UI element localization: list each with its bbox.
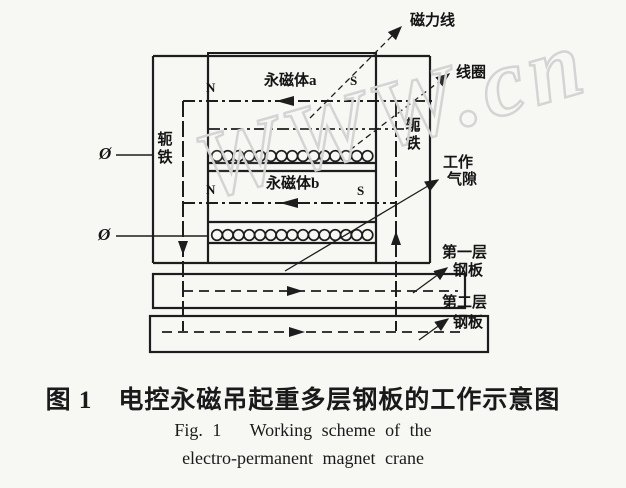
caption-english-line1: Fig. 1 Working scheme of the [174, 420, 432, 440]
magnet-a-pole-n: N [206, 80, 216, 95]
yoke-right-label: 轭铁 [403, 117, 420, 153]
magnet-a-pole-s: S [350, 73, 358, 88]
coil-row-top [210, 149, 374, 163]
terminal-leads [116, 154, 209, 237]
yoke-left-label: 轭铁 [155, 131, 172, 167]
coil-row-bottom [210, 228, 374, 242]
work-gap-line2: 气隙 [447, 171, 478, 188]
magnet-a-label: 永磁体a [264, 73, 317, 89]
magnet-slab-lines [208, 128, 420, 245]
work-gap-label: 工作 气隙 [443, 155, 477, 188]
work-gap-line1: 工作 [443, 155, 474, 171]
plate1-layer-label: 第一层 [442, 245, 488, 261]
terminal-bottom-symbol: Ø [98, 225, 111, 244]
magnet-unit-frame [151, 52, 432, 265]
magnet-b-pole-n: N [206, 182, 216, 197]
flux-path [178, 96, 437, 331]
plate2-layer-label: 第二层 [442, 295, 488, 311]
steel-plate-2 [148, 314, 490, 354]
plate1-steel-label: 钢板 [453, 263, 484, 279]
steel-plate-1 [151, 272, 467, 310]
caption-english-line2: electro-permanent magnet crane [182, 448, 424, 468]
terminal-top-symbol: Ø [99, 144, 112, 163]
pointer-arrows [284, 25, 451, 341]
magnet-b-pole-s: S [357, 183, 365, 198]
caption-chinese: 图 1 电控永磁吊起重多层钢板的工作示意图 [45, 387, 561, 414]
plate2-steel-label: 钢板 [453, 315, 484, 331]
flux-line-label: 磁力线 [410, 13, 456, 29]
magnet-b-label: 永磁体b [266, 176, 320, 192]
coil-label: 线圈 [456, 65, 487, 81]
